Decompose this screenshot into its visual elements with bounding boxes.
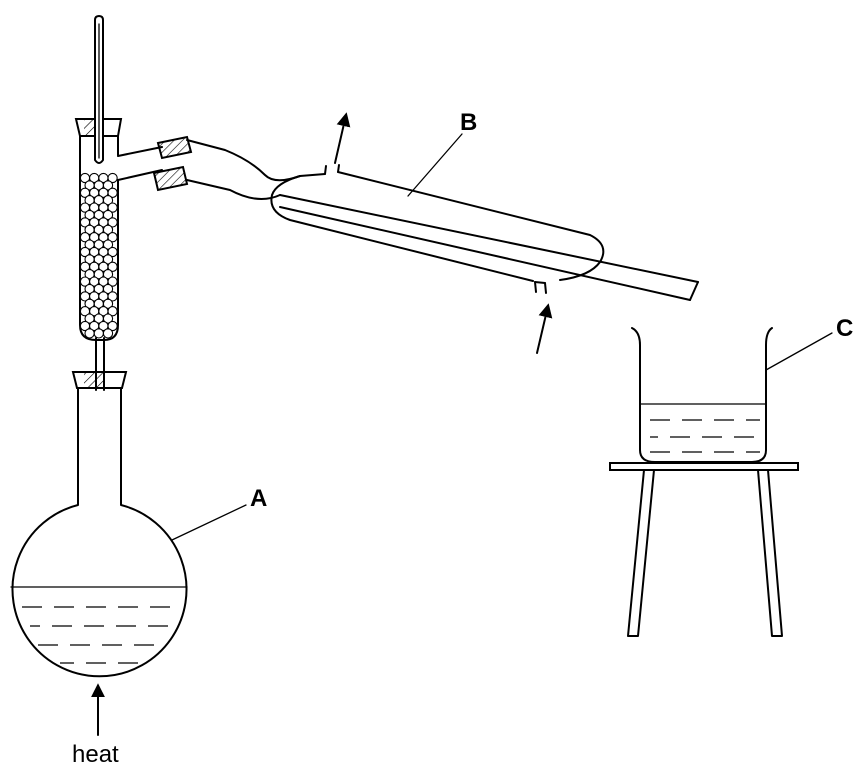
glass-bead: [107, 291, 118, 302]
glass-bead: [107, 246, 118, 258]
glass-bead: [107, 276, 118, 287]
glass-bead: [102, 328, 114, 339]
inner-tube-upper: [279, 194, 699, 283]
label-a: A: [250, 485, 267, 512]
round-bottom-flask: [10, 371, 188, 678]
connector-stopper-upper: [156, 135, 193, 160]
water-in-arrow: [536, 303, 553, 354]
glass-bead: [102, 195, 114, 206]
glass-bead: [102, 298, 114, 309]
stand-leg-left: [627, 469, 655, 637]
label-b: B: [460, 109, 477, 136]
thermometer: [94, 14, 104, 164]
label-a-leader: [171, 504, 247, 541]
label-b-leader: [407, 133, 463, 197]
beaker: [631, 327, 773, 463]
condenser-adaptor-lower: [186, 179, 281, 200]
glass-bead: [107, 232, 118, 243]
tripod-stand: [609, 462, 799, 637]
label-heat: heat: [72, 741, 119, 768]
glass-bead: [102, 224, 114, 235]
flask-stopper-hatch: [84, 372, 104, 388]
label-c: C: [836, 315, 853, 342]
inner-tube-lower: [279, 206, 691, 301]
glass-bead: [102, 254, 114, 265]
glass-bead: [102, 239, 114, 250]
flask-liquid: [10, 586, 188, 664]
water-outlet-stub: [337, 164, 340, 173]
water-inlet-stub: [534, 281, 537, 293]
side-arm-upper: [117, 146, 163, 157]
jacket-top: [337, 171, 605, 281]
water-outlet-stub: [324, 165, 327, 175]
glass-beads: [79, 172, 118, 339]
flask-outline: [11, 386, 188, 678]
glass-bead: [107, 172, 118, 184]
side-arm: [117, 135, 193, 192]
liebig-condenser: [186, 139, 699, 301]
jacket-bottom: [270, 175, 534, 282]
glass-bead: [107, 306, 118, 317]
stand-top: [609, 462, 799, 471]
water-inlet-stub: [544, 282, 547, 294]
column-body: [79, 134, 119, 341]
jacket-top-left: [299, 173, 326, 177]
condenser-adaptor-upper: [186, 139, 301, 182]
beaker-outline: [631, 327, 773, 463]
glass-bead: [107, 217, 118, 228]
glass-bead: [102, 313, 114, 324]
glass-bead: [102, 180, 114, 191]
side-arm-lower: [117, 169, 163, 181]
glass-bead: [102, 283, 114, 295]
glass-bead: [107, 187, 118, 198]
water-out-arrow: [334, 112, 351, 164]
stand-leg-right: [757, 469, 783, 637]
jacket-bottom-right: [534, 281, 546, 284]
inner-tube-outlet: [689, 281, 699, 301]
glass-bead: [102, 209, 114, 221]
label-c-leader: [765, 332, 833, 371]
glass-bead: [107, 202, 118, 213]
connector-stopper-lower: [152, 165, 189, 192]
glass-bead: [84, 328, 95, 339]
glass-bead: [93, 328, 104, 339]
glass-bead: [107, 320, 118, 332]
glass-bead: [102, 269, 114, 280]
glass-bead: [107, 261, 118, 272]
